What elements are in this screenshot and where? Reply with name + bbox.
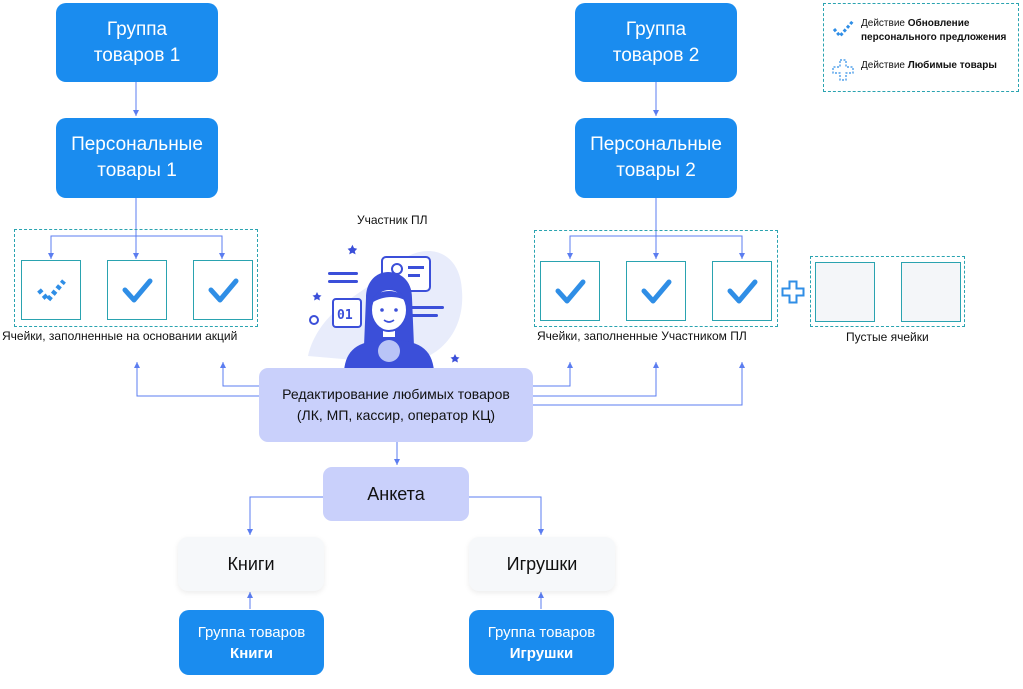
promo-cells-caption: Ячейки, заполненные на основании акций <box>2 329 238 343</box>
check-icon <box>208 278 239 303</box>
participant-cell-2[interactable] <box>626 261 686 321</box>
participant-cells-caption: Ячейки, заполненные Участником ПЛ <box>537 329 747 343</box>
group-2-box: Группа товаров 2 <box>575 3 737 82</box>
books-box: Книги <box>178 537 324 591</box>
update-check-icon <box>832 20 855 39</box>
check-icon <box>122 278 153 303</box>
empty-cells-group <box>810 256 965 327</box>
favorite-plus-icon <box>832 59 854 81</box>
editing-box: Редактирование любимых товаров (ЛК, МП, … <box>259 368 533 442</box>
personal-2-box: Персональные товары 2 <box>575 118 737 198</box>
editing-line-1: Редактирование любимых товаров <box>282 386 510 402</box>
toys-box: Игрушки <box>469 537 615 591</box>
promo-cell-3[interactable] <box>193 260 253 320</box>
toys-group-box: Группа товаров Игрушки <box>469 610 614 675</box>
empty-cell-1[interactable] <box>815 262 875 322</box>
legend: Действие Обновление персонального предло… <box>823 3 1019 92</box>
books-group-box: Группа товаров Книги <box>179 610 324 675</box>
empty-cell-2[interactable] <box>901 262 961 322</box>
participant-illustration: 01 <box>308 244 463 371</box>
legend-favorite-text: Действие Любимые товары <box>861 60 997 71</box>
group-1-box: Группа товаров 1 <box>56 3 218 82</box>
empty-cells-caption: Пустые ячейки <box>846 330 929 344</box>
update-check-icon <box>37 279 66 304</box>
check-icon <box>555 279 586 304</box>
survey-box: Анкета <box>323 467 469 521</box>
participant-cells-group <box>534 230 778 327</box>
promo-cells-group <box>14 229 258 327</box>
participant-cell-1[interactable] <box>540 261 600 321</box>
promo-cell-2[interactable] <box>107 260 167 320</box>
check-icon <box>641 279 672 304</box>
screen-digits: 01 <box>337 308 353 323</box>
check-icon <box>727 279 758 304</box>
participant-cell-3[interactable] <box>712 261 772 321</box>
participant-label: Участник ПЛ <box>357 213 428 227</box>
personal-1-box: Персональные товары 1 <box>56 118 218 198</box>
editing-line-2: (ЛК, МП, кассир, оператор КЦ) <box>296 407 496 423</box>
legend-update-text: Действие Обновление персонального предло… <box>861 18 1007 43</box>
plus-icon <box>781 280 805 304</box>
promo-cell-1[interactable] <box>21 260 81 320</box>
